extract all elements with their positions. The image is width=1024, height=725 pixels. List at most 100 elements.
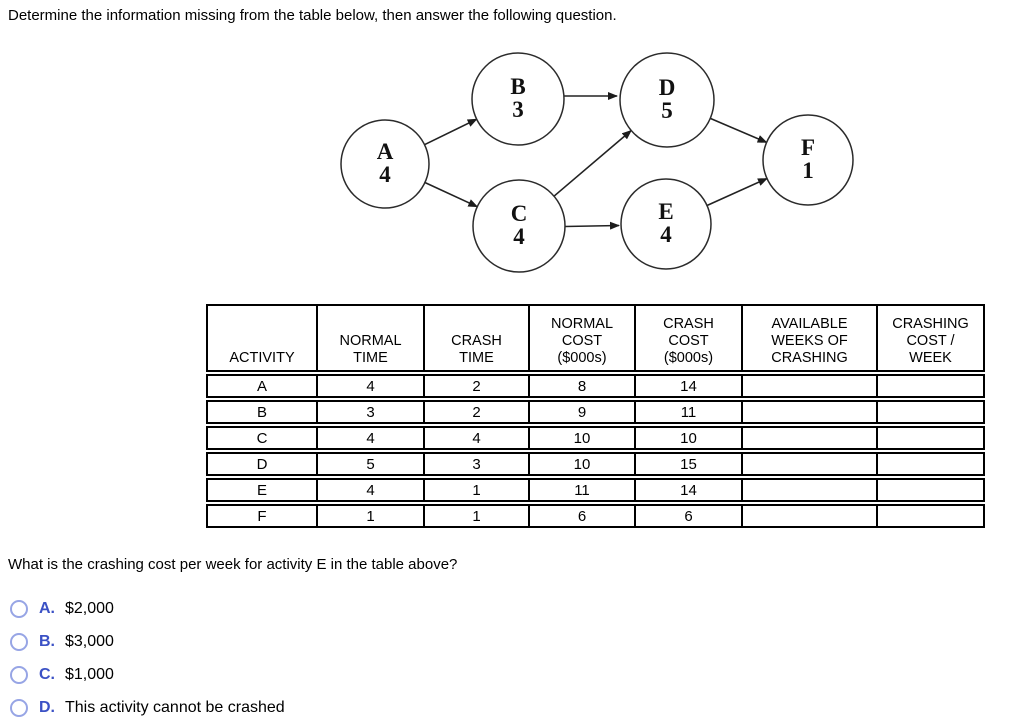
node-a-circle — [340, 119, 430, 209]
node-a-time: 4 — [379, 162, 391, 187]
edge-a-b — [424, 118, 478, 146]
node-c-circle — [472, 179, 566, 273]
table-cell: 8 — [528, 374, 634, 398]
question-text: What is the crashing cost per week for a… — [8, 556, 458, 573]
option-a-text: $2,000 — [65, 600, 114, 617]
table-cell: 4 — [316, 426, 423, 450]
table-cell — [741, 426, 876, 450]
table-cell — [876, 374, 985, 398]
table-cell: 4 — [316, 478, 423, 502]
option-row-d: D. This activity cannot be crashed — [10, 698, 285, 718]
node-c-label: C — [511, 201, 528, 226]
activity-network-diagram: A 4 B 3 C 4 D 5 E 4 F 1 — [340, 52, 854, 273]
table-cell: 4 — [423, 426, 528, 450]
node-d-time: 5 — [661, 98, 673, 123]
table-cell: 9 — [528, 400, 634, 424]
node-d-circle — [619, 52, 715, 148]
option-row-c: C. $1,000 — [10, 665, 285, 685]
option-b-radio-icon[interactable] — [10, 633, 28, 651]
table-cell: 10 — [634, 426, 741, 450]
table-cell: 11 — [528, 478, 634, 502]
table-cell: 1 — [423, 504, 528, 528]
table-cell — [741, 400, 876, 424]
table-cell: 10 — [528, 426, 634, 450]
table-cell — [741, 374, 876, 398]
table-cell: 1 — [316, 504, 423, 528]
col-header-activity: ACTIVITY — [206, 304, 316, 372]
table-cell: 2 — [423, 374, 528, 398]
edge-c-e — [564, 221, 620, 230]
edge-e-f — [706, 177, 768, 207]
option-b-letter: B. — [39, 633, 55, 650]
table-cell — [741, 504, 876, 528]
table-cell: 5 — [316, 452, 423, 476]
option-d-letter: D. — [39, 699, 55, 716]
node-c-time: 4 — [513, 224, 525, 249]
table-cell — [741, 478, 876, 502]
table-cell: 14 — [634, 478, 741, 502]
option-d-text: This activity cannot be crashed — [65, 699, 285, 716]
table-cell: B — [206, 400, 316, 424]
table-cell: 6 — [634, 504, 741, 528]
table-cell: 14 — [634, 374, 741, 398]
table-cell — [876, 400, 985, 424]
table-cell — [876, 478, 985, 502]
node-e-label: E — [658, 199, 673, 224]
option-a-letter: A. — [39, 600, 55, 617]
table-cell — [876, 452, 985, 476]
option-c-radio-icon[interactable] — [10, 666, 28, 684]
node-d-label: D — [659, 75, 676, 100]
node-f-circle — [762, 114, 854, 206]
table-cell: 1 — [423, 478, 528, 502]
option-row-a: A. $2,000 — [10, 599, 285, 619]
table-cell: 4 — [316, 374, 423, 398]
option-row-b: B. $3,000 — [10, 632, 285, 652]
option-a-radio-icon[interactable] — [10, 600, 28, 618]
table-cell: 10 — [528, 452, 634, 476]
table-cell: E — [206, 478, 316, 502]
option-c-letter: C. — [39, 666, 55, 683]
node-b-time: 3 — [512, 97, 524, 122]
table-cell: D — [206, 452, 316, 476]
table-cell: 2 — [423, 400, 528, 424]
edge-a-c — [424, 181, 479, 208]
edge-c-d — [553, 129, 632, 197]
answer-options: A. $2,000 B. $3,000 C. $1,000 D. This ac… — [10, 599, 285, 725]
table-cell: 11 — [634, 400, 741, 424]
node-e-circle — [620, 178, 712, 270]
node-e-time: 4 — [660, 222, 672, 247]
table-cell: A — [206, 374, 316, 398]
table-cell: C — [206, 426, 316, 450]
node-b-circle — [471, 52, 565, 146]
edge-d-f — [709, 117, 768, 144]
table-cell: 3 — [423, 452, 528, 476]
node-b-label: B — [510, 74, 525, 99]
instruction-text: Determine the information missing from t… — [8, 7, 617, 24]
option-d-radio-icon[interactable] — [10, 699, 28, 717]
table-cell — [876, 504, 985, 528]
table-cell: 6 — [528, 504, 634, 528]
table-cell: F — [206, 504, 316, 528]
table-cell: 15 — [634, 452, 741, 476]
table-cell — [876, 426, 985, 450]
table-cell: 3 — [316, 400, 423, 424]
option-b-text: $3,000 — [65, 633, 114, 650]
node-f-time: 1 — [802, 158, 814, 183]
option-c-text: $1,000 — [65, 666, 114, 683]
